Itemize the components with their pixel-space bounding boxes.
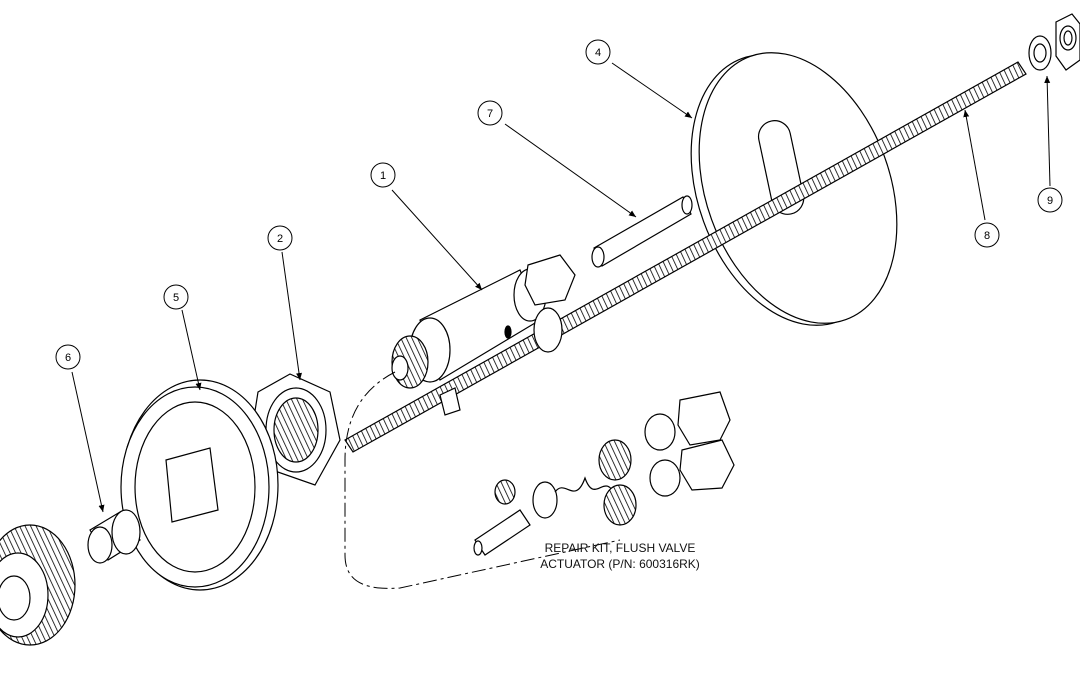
- svg-text:4: 4: [595, 47, 601, 59]
- callout-6: 6: [55, 344, 81, 370]
- callout-2: 2: [267, 225, 293, 251]
- callout-4: 4: [585, 39, 611, 65]
- part-1-actuator-body: [391, 254, 576, 416]
- part-8-threaded-rod: [344, 61, 1027, 453]
- repair-kit-parts: [473, 391, 735, 556]
- svg-text:8: 8: [984, 230, 990, 242]
- svg-text:9: 9: [1047, 195, 1053, 207]
- callout-7: 7: [477, 100, 503, 126]
- part-7-tube: [591, 195, 693, 268]
- callout-8: 8: [974, 222, 1000, 248]
- svg-text:1: 1: [380, 170, 386, 182]
- svg-text:6: 6: [65, 352, 71, 364]
- repair-kit-note-line2: ACTUATOR (P/N: 600316RK): [540, 557, 700, 571]
- svg-text:7: 7: [487, 108, 493, 120]
- threaded-fitting: [0, 524, 76, 646]
- svg-text:5: 5: [173, 292, 179, 304]
- callout-5: 5: [163, 284, 189, 310]
- repair-kit-boundary: [344, 371, 621, 589]
- part-9-nut-washer: [1028, 13, 1080, 71]
- callout-1: 1: [370, 162, 396, 188]
- part-5-flange: [120, 379, 279, 591]
- leader-lines: [71, 62, 1051, 513]
- part-6-bushing: [87, 509, 141, 564]
- repair-kit-note-line1: REPAIR KIT, FLUSH VALVE: [545, 541, 696, 555]
- callout-9: 9: [1037, 187, 1063, 213]
- svg-text:2: 2: [277, 233, 283, 245]
